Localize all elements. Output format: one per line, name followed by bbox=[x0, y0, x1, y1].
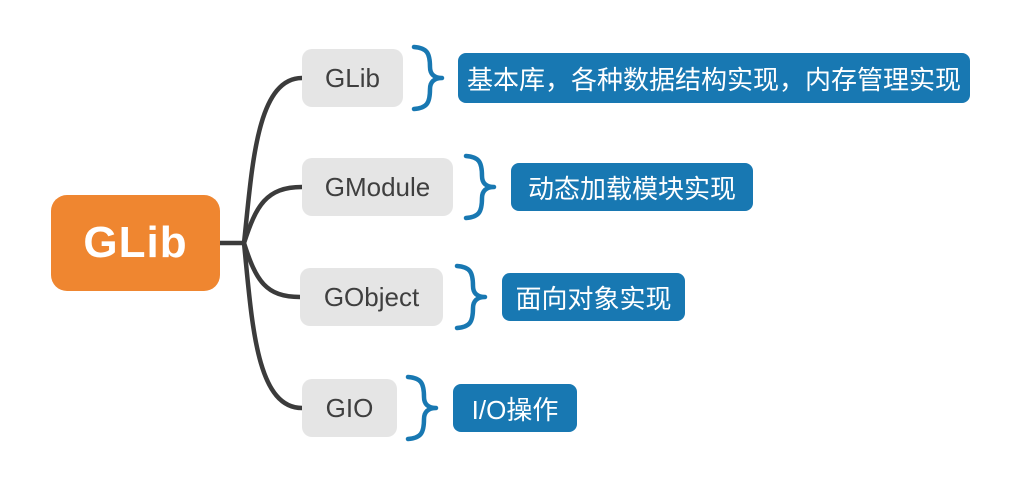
brace-branch-0 bbox=[411, 44, 445, 112]
branch-node-label: GObject bbox=[323, 281, 420, 312]
branch-description-gobject: 面向对象实现 bbox=[502, 273, 685, 321]
connector-root-to-branch-1 bbox=[241, 184, 305, 246]
connector-root-to-branch-0 bbox=[241, 75, 305, 246]
branch-description-glib: 基本库，各种数据结构实现，内存管理实现 bbox=[458, 53, 970, 103]
root-node-label: GLib bbox=[83, 218, 188, 267]
branch-description-label: 动态加载模块实现 bbox=[527, 173, 736, 204]
branch-node-gio: GIO bbox=[302, 379, 397, 437]
branch-description-label: 基本库，各种数据结构实现，内存管理实现 bbox=[466, 64, 961, 95]
connector-root-to-branch-2 bbox=[241, 240, 303, 300]
root-node: GLib bbox=[51, 195, 220, 291]
branch-description-gio: I/O操作 bbox=[453, 384, 577, 432]
branch-description-gmodule: 动态加载模块实现 bbox=[511, 163, 753, 211]
branch-node-label: GModule bbox=[324, 171, 431, 202]
branch-node-glib: GLib bbox=[302, 49, 403, 107]
branch-node-label: GIO bbox=[325, 392, 374, 423]
brace-branch-1 bbox=[463, 153, 497, 221]
branch-node-gobject: GObject bbox=[300, 268, 443, 326]
branch-node-gmodule: GModule bbox=[302, 158, 453, 216]
branch-description-label: 面向对象实现 bbox=[515, 283, 672, 314]
branch-node-label: GLib bbox=[325, 62, 380, 93]
brace-branch-3 bbox=[405, 374, 439, 442]
branch-description-label: I/O操作 bbox=[471, 394, 559, 425]
connector-root-to-branch-3 bbox=[241, 240, 305, 411]
brace-branch-2 bbox=[454, 263, 488, 331]
